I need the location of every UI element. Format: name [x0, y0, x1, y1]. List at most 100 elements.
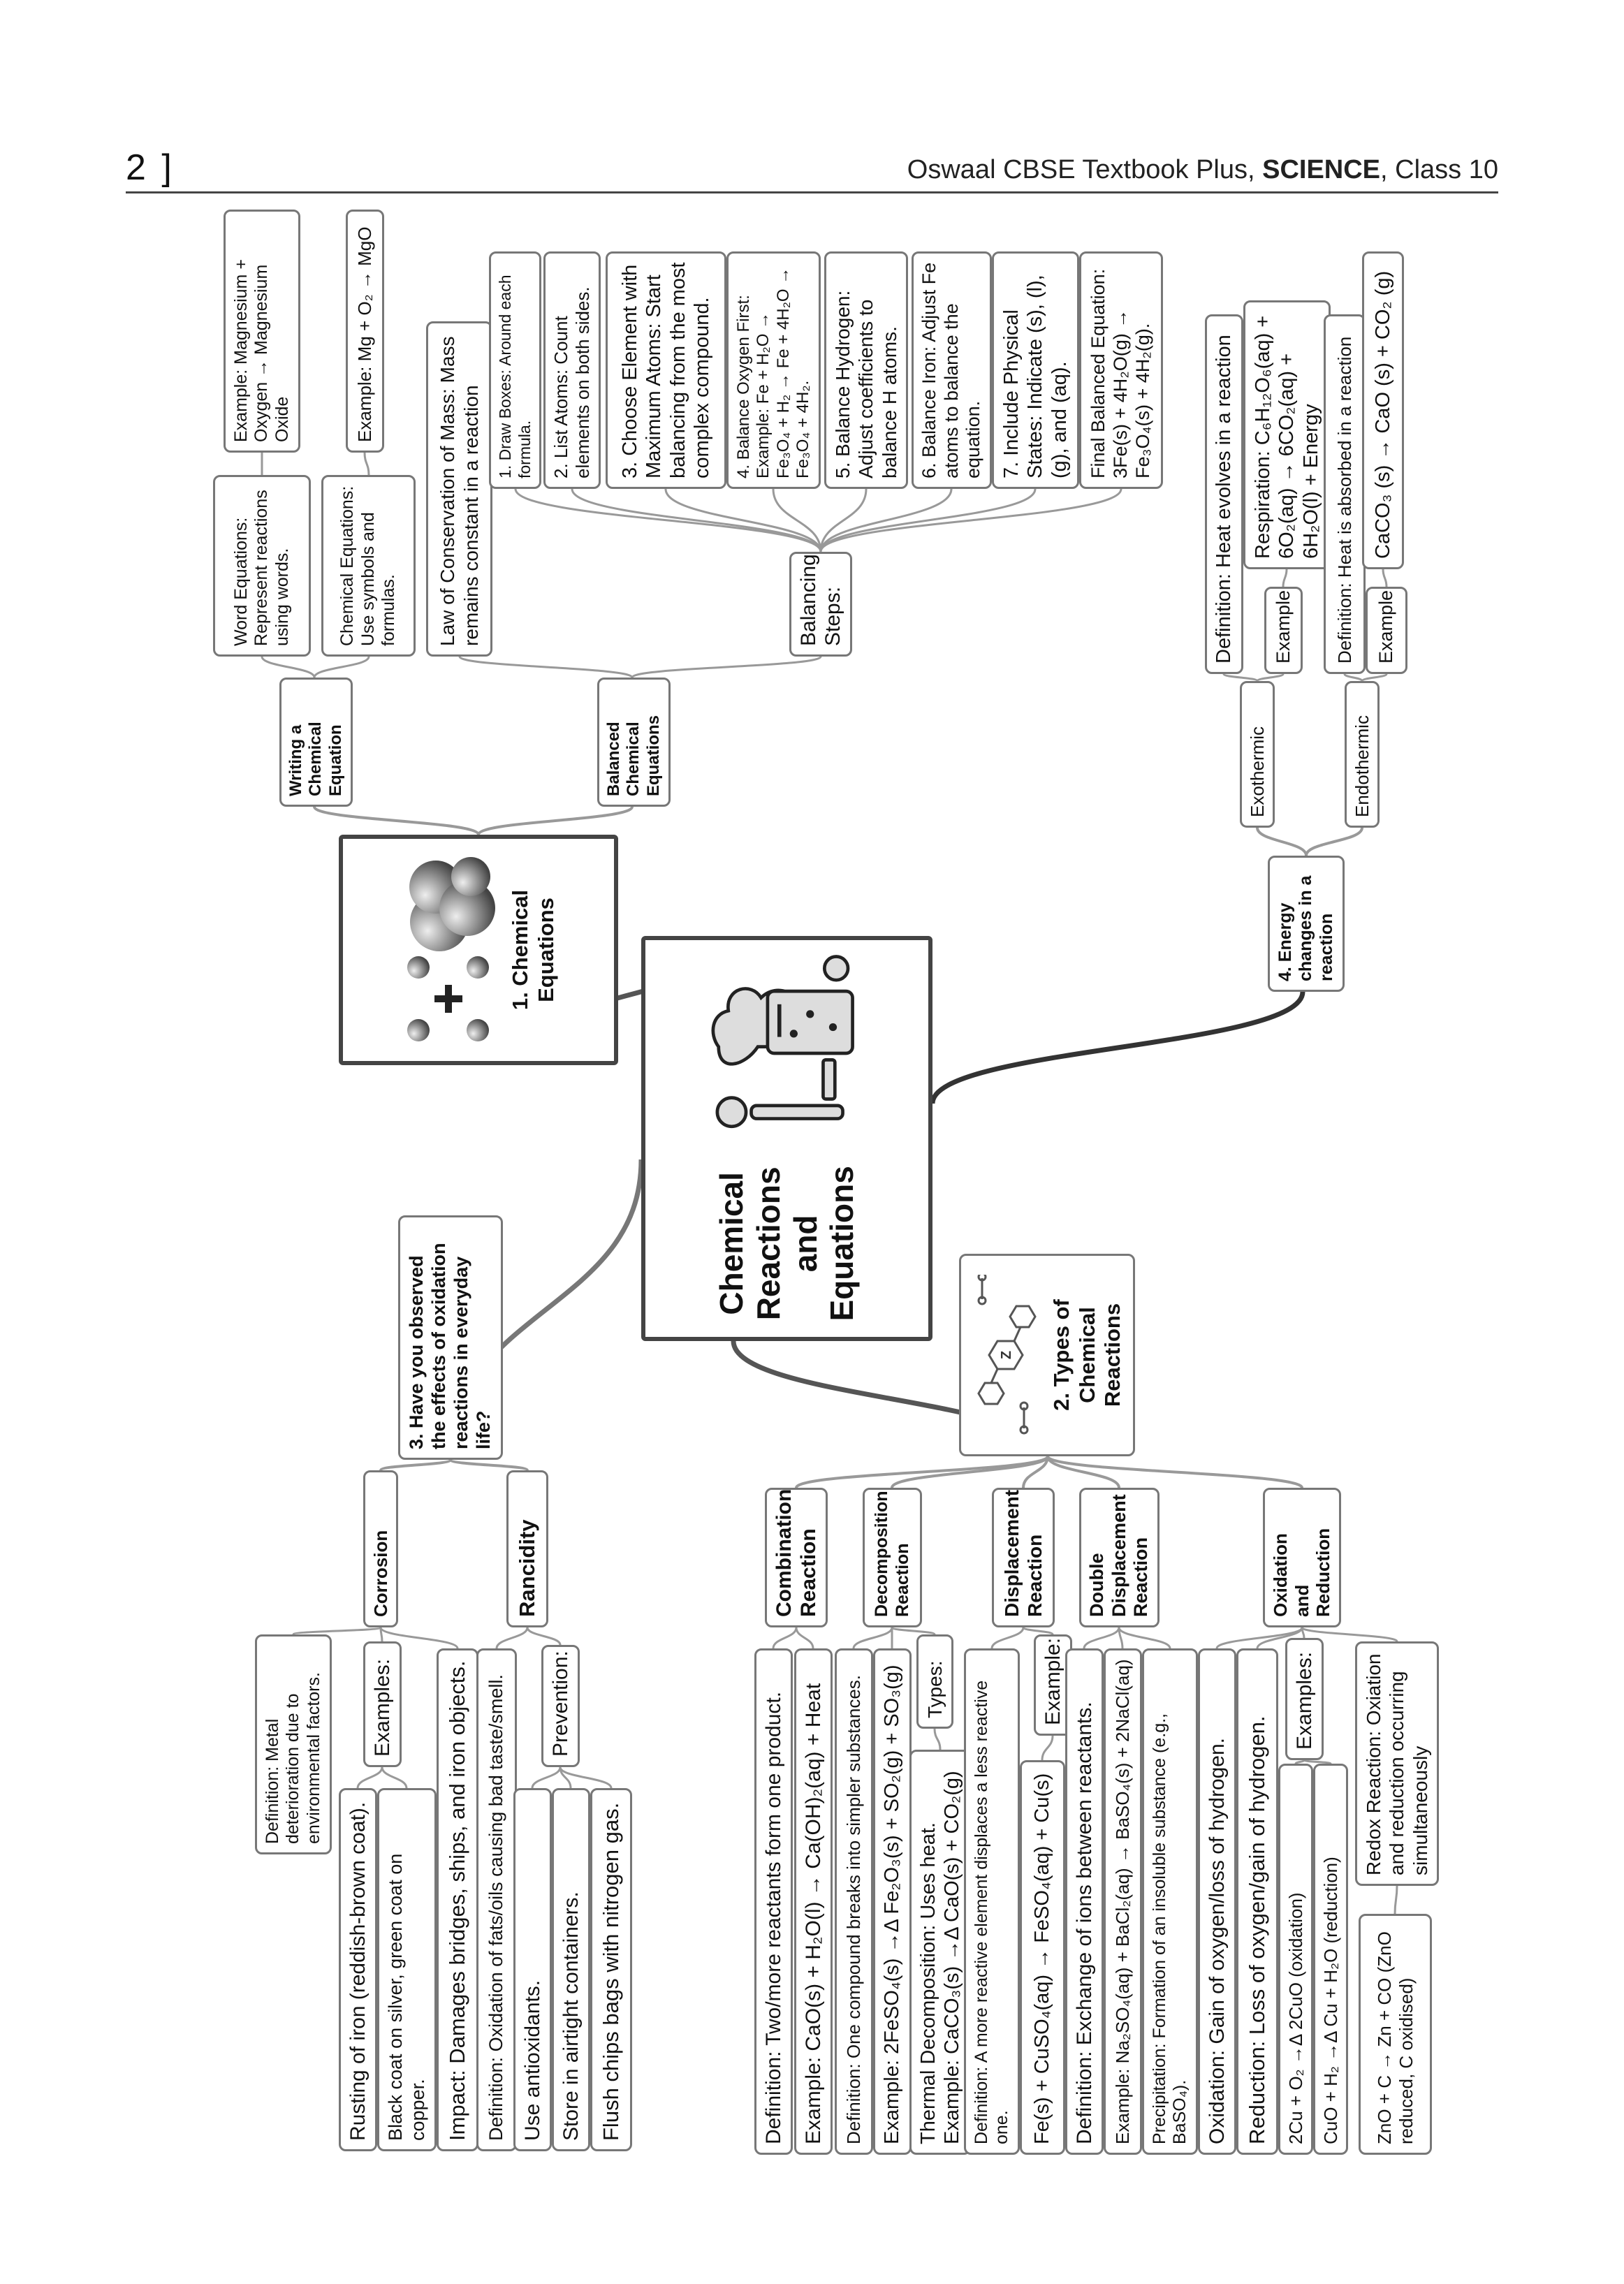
node-label: Examples:: [370, 1658, 394, 1757]
connector-line: [1118, 1627, 1171, 1649]
connector-line: [313, 805, 480, 836]
steps-label-node: Balancing Steps:: [789, 552, 852, 657]
exothermic-node: Exothermic: [1240, 681, 1275, 828]
node-label: Definition: Oxidation of fats/oils causi…: [485, 1674, 507, 2141]
step-final-node: Final Balanced Equation: 3Fe(s) + 4H₂O(g…: [1079, 251, 1163, 489]
node-label: ZnO + C → Zn + CO (ZnO reduced, C oxidis…: [1373, 1931, 1417, 2144]
molecules-plus-icon: [407, 857, 496, 1041]
double-displacement-node: Double Displacement Reaction: [1079, 1488, 1160, 1627]
node-label: Flush chips bags with nitrogen gas.: [598, 1802, 623, 2141]
node-label: 1. Chemical Equations: [508, 889, 558, 1011]
step-4-node: 4. Balance Oxygen First: Example: Fe + H…: [726, 251, 821, 489]
connector-line: [495, 1627, 529, 1649]
node-label: Example: CaO(s) + H₂O(l) → Ca(OH)₂(aq) +…: [801, 1683, 825, 2144]
page-number: 2 ]: [126, 147, 175, 188]
connector-line: [1303, 1759, 1332, 1765]
connector-line: [379, 1458, 452, 1472]
connector-line: [531, 1766, 562, 1789]
connector-line: [1343, 673, 1363, 682]
connector-line: [477, 805, 634, 836]
connector-line: [1393, 1885, 1398, 1915]
precipitation-node: Precipitation: Formation of an insoluble…: [1142, 1648, 1198, 2155]
connector-line: [1083, 1627, 1120, 1649]
node-label: Word Equations: Represent reactions usin…: [231, 490, 292, 646]
connector-line: [526, 1627, 562, 1646]
node-label: 7. Include Physical States: Indicate (s)…: [1000, 274, 1071, 478]
node-label: Balanced Chemical Equations: [604, 715, 663, 796]
node-label: Black coat on silver, green coat on copp…: [384, 1853, 428, 2141]
rancidity-node: Rancidity: [506, 1470, 548, 1627]
node-label: Definition: Metal deterioration due to e…: [262, 1672, 323, 1844]
connector-line: [1022, 1626, 1054, 1636]
node-label: Balancing Steps:: [796, 554, 844, 646]
connector-line: [891, 1456, 1049, 1488]
connector-line: [631, 655, 822, 679]
connector-line: [571, 488, 822, 552]
connector-line: [381, 1766, 408, 1789]
decomposition-definition-node: Definition: One compound breaks into sim…: [835, 1648, 873, 2155]
endo-example-node: CaCO₃ (s) → CaO (s) + CO₂ (g): [1362, 251, 1404, 569]
law-node: Law of Conservation of Mass: Mass remain…: [426, 321, 492, 657]
connector-line: [772, 488, 822, 552]
node-label: Store in airtight containers.: [559, 1891, 583, 2141]
node-label: Use antioxidants.: [520, 1979, 544, 2141]
node-label: 4. Energy changes in a reaction: [1275, 875, 1336, 981]
displacement-example-node: Fe(s) + CuSO₄(aq) → FeSO₄(aq) + Cu(s): [1020, 1760, 1065, 2155]
node-label: 3. Have you observed the effects of oxid…: [406, 1243, 494, 1449]
connector-line: [514, 488, 822, 552]
step-3-node: 3. Choose Element with Maximum Atoms: St…: [606, 251, 726, 489]
node-label: Precipitation: Formation of an insoluble…: [1149, 1713, 1190, 2144]
redox-examples-label-node: Examples:: [1285, 1638, 1324, 1760]
impact-node: Impact: Damages bridges, ships, and iron…: [437, 1648, 478, 2151]
node-label: Double Displacement Reaction: [1085, 1494, 1152, 1617]
connector-line: [559, 1766, 613, 1789]
connector-line: [819, 488, 868, 552]
endo-definition-node: Definition: Heat is absorbed in a reacti…: [1324, 314, 1366, 674]
node-label: 2Cu + O₂ →Δ 2CuO (oxidation): [1285, 1892, 1306, 2144]
corrosion-definition-node: Definition: Metal deterioration due to e…: [255, 1634, 332, 1854]
chem-example-node: Example: Mg + O₂ → MgO: [346, 210, 384, 453]
root-title: Chemical Reactions and Equations: [712, 1166, 861, 1322]
connector-line: [1022, 1456, 1049, 1488]
decomposition-example-node: Example: 2FeSO₄(s) →Δ Fe₂O₃(s) + SO₂(g) …: [873, 1648, 912, 2155]
decomposition-node: Decomposition Reaction: [863, 1488, 922, 1627]
node-label: Example: 2FeSO₄(s) →Δ Fe₂O₃(s) + SO₂(g) …: [881, 1664, 904, 2144]
rusting-node: Rusting of iron (reddish-brown coat).: [339, 1788, 377, 2151]
exo-definition-node: Definition: Heat evolves in a reaction: [1205, 314, 1243, 674]
connector-line: [930, 991, 1305, 1104]
node-label: Respiration: C₆H₁₂O₆(aq) + 6O₂(aq) → 6CO…: [1252, 315, 1322, 559]
combination-definition-node: Definition: Two/more reactants form one …: [754, 1648, 793, 2155]
rancidity-definition-node: Definition: Oxidation of fats/oils causi…: [476, 1648, 517, 2151]
connector-line: [1282, 569, 1288, 587]
node-label: Definition: Heat evolves in a reaction: [1213, 335, 1236, 664]
nitrogen-node: Flush chips bags with nitrogen gas.: [590, 1788, 632, 2151]
thermal-node: Thermal Decomposition: Uses heat. Exampl…: [909, 1750, 971, 2155]
types-node: Z 2. Types of Chemical Reactions: [959, 1254, 1135, 1456]
connector-line: [1256, 1627, 1303, 1649]
balanced-node: Balanced Chemical Equations: [597, 678, 671, 807]
connector-line: [1046, 1456, 1120, 1488]
redox-example-2-node: CuO + H₂ →Δ Cu + H₂O (reduction): [1313, 1764, 1348, 2155]
connector-line: [933, 1728, 942, 1750]
oxidation-reduction-node: Oxidation and Reduction: [1263, 1488, 1341, 1627]
node-label: Definition: Heat is absorbed in a reacti…: [1333, 336, 1355, 664]
connector-line: [1361, 673, 1388, 682]
double-example-node: Example: Na₂SO₄(aq) + BaCl₂(aq) → BaSO₄(…: [1104, 1648, 1142, 2155]
chemical-equations-node: 1. Chemical Equations: [339, 835, 618, 1065]
node-label: Decomposition Reaction: [872, 1491, 912, 1617]
node-label: 2. List Atoms: Count elements on both si…: [550, 286, 593, 478]
connector-line: [356, 1766, 383, 1789]
node-label: 4. Balance Oxygen First: Example: Fe + H…: [733, 267, 812, 478]
exo-example-node: Respiration: C₆H₁₂O₆(aq) + 6O₂(aq) → 6CO…: [1243, 300, 1331, 569]
root-node: Chemical Reactions and Equations: [641, 936, 932, 1341]
exo-example-label-node: Example: [1264, 587, 1303, 674]
silver-node: Black coat on silver, green coat on copp…: [377, 1788, 437, 2151]
node-label: Definition: A more reactive element disp…: [971, 1680, 1012, 2144]
node-label: 6. Balance Iron: Adjust Fe atoms to bala…: [918, 262, 984, 478]
node-label: Reduction: Loss of oxygen/gain of hydrog…: [1244, 1715, 1269, 2144]
combination-node: Combination Reaction: [765, 1488, 828, 1627]
redox-example-node: ZnO + C → Zn + CO (ZnO reduced, C oxidis…: [1359, 1914, 1432, 2155]
connector-line: [1215, 1627, 1303, 1649]
node-label: 5. Balance Hydrogen: Adjust coefficients…: [832, 290, 900, 478]
